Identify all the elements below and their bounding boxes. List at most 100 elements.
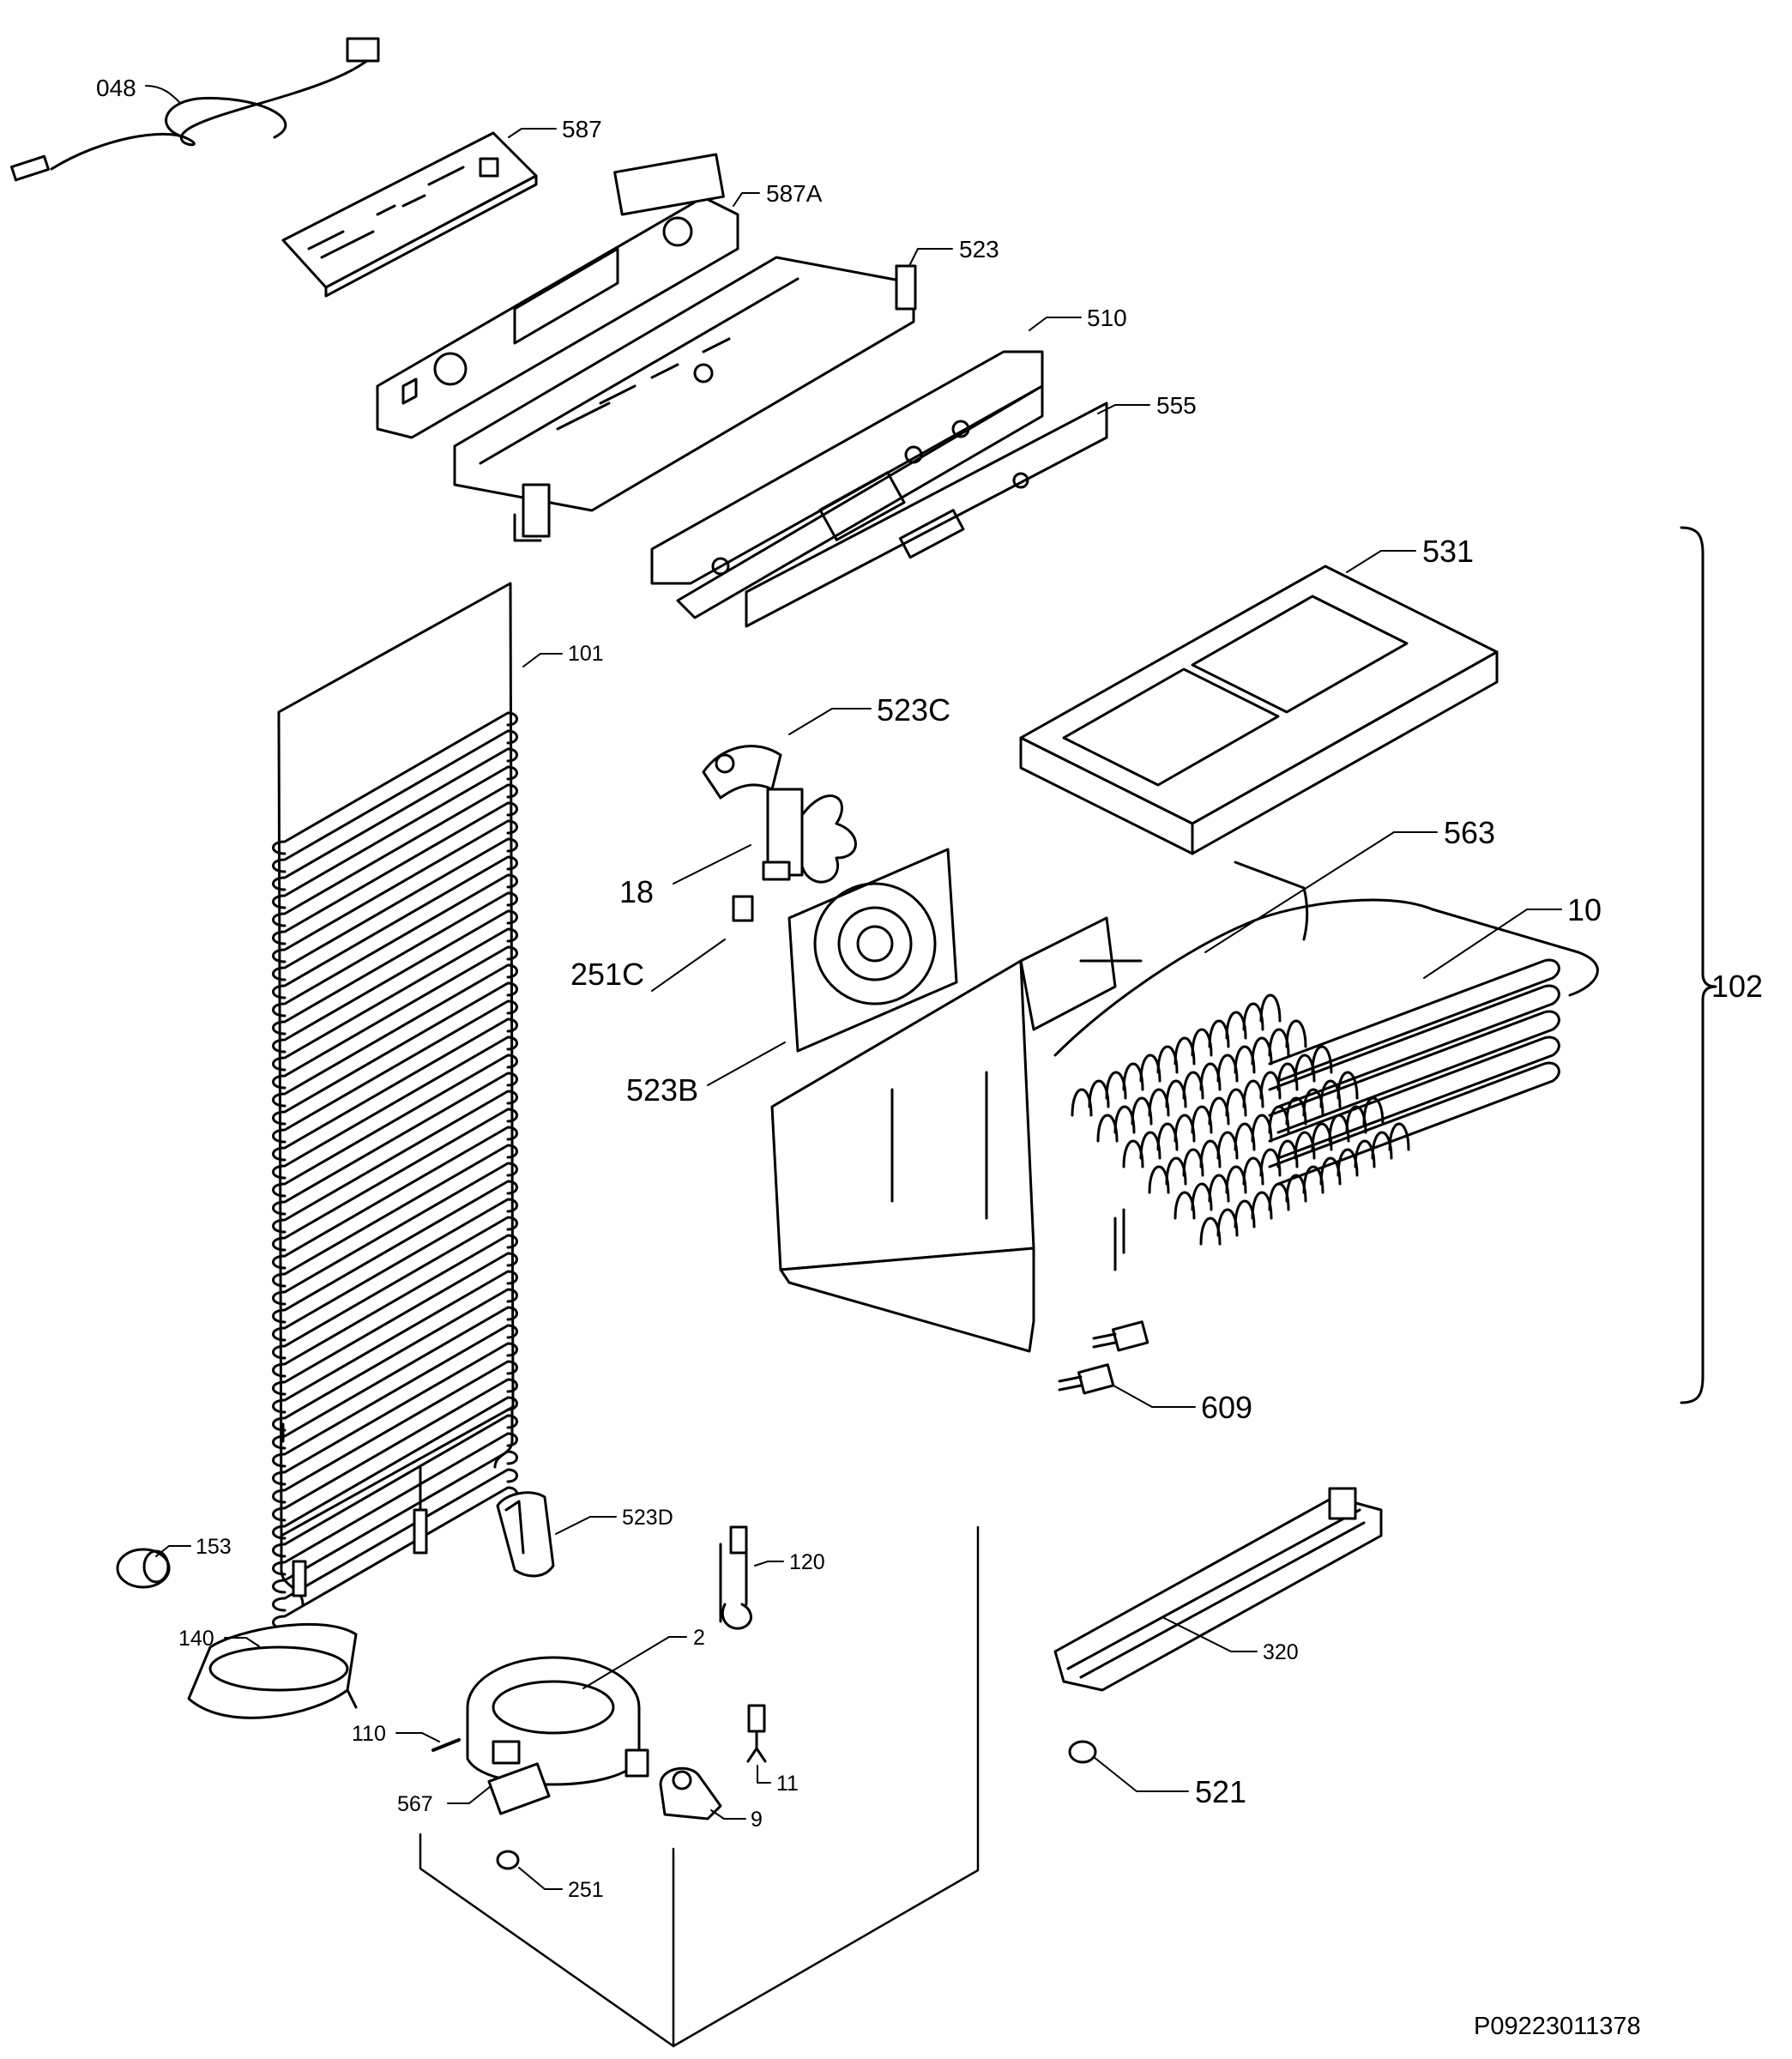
drip-tray-drawing [187, 1622, 358, 1719]
condenser-tube-row [272, 1017, 518, 1162]
condenser-tube-row [272, 765, 518, 909]
label-563: 563 [1444, 815, 1495, 850]
condenser-tube-row [272, 1180, 518, 1324]
housing-bracket-drawing [376, 153, 739, 439]
label-102: 102 [1711, 969, 1763, 1004]
label-9: 9 [751, 1808, 763, 1832]
label-11: 11 [776, 1772, 799, 1796]
compressor-drawing [466, 1656, 649, 1815]
condenser-tube-row [272, 1324, 518, 1468]
condenser-tube-row [272, 819, 518, 963]
condenser-tube-row [272, 999, 518, 1144]
label-510: 510 [1087, 305, 1127, 331]
small-clip-drawing [732, 895, 754, 922]
condenser-tube-row [272, 1162, 518, 1306]
condenser-tube-row [272, 1198, 518, 1342]
heater-tube [1268, 1036, 1560, 1160]
evaporator-fin [1362, 1096, 1385, 1126]
mounting-clip-drawing [496, 1491, 555, 1578]
assembly-bracket-102 [1680, 526, 1717, 1404]
label-555: 555 [1156, 392, 1197, 419]
label-18: 18 [619, 874, 654, 909]
label-587a: 587A [766, 180, 823, 207]
condenser-tube-row [272, 1414, 518, 1558]
condenser-tube-row [272, 1342, 518, 1486]
condenser-tube-row [272, 873, 518, 1017]
heater-tube [1268, 1010, 1560, 1134]
decor-strip-drawing [745, 402, 1108, 628]
label-140: 140 [178, 1627, 214, 1651]
condenser-tube-row [272, 801, 518, 945]
rubber-foot-drawing [496, 1850, 520, 1870]
evaporator-fin [1285, 1019, 1307, 1048]
label-251: 251 [568, 1878, 604, 1902]
compressor-kit-bracket [419, 1525, 980, 2048]
condenser-tube-row [272, 1108, 518, 1252]
condenser-tube-row [272, 1288, 518, 1432]
heater-tube [1268, 984, 1560, 1108]
condenser-tube-row [272, 1270, 518, 1414]
label-10: 10 [1567, 892, 1602, 927]
document-code: P09223011378 [1474, 2013, 1641, 2040]
label-048: 048 [96, 75, 136, 101]
condenser-tube-row [272, 981, 518, 1126]
condenser-tube-row [272, 1396, 518, 1540]
thermal-protector-drawing [746, 1704, 767, 1763]
evaporator-fins [1071, 958, 1560, 1246]
o-ring-drawing [1068, 1740, 1097, 1764]
evaporator-fin [1311, 1045, 1333, 1074]
evaporator-cover-drawing [1019, 565, 1499, 855]
condenser-tube-row [272, 1126, 518, 1270]
condenser-tube-row [272, 855, 518, 999]
condenser-tube-row [272, 783, 518, 927]
leader-lines [145, 85, 1562, 1890]
evaporator-assembly-drawing [770, 860, 1599, 1353]
heater-tube [1268, 1061, 1560, 1186]
condenser-tube-row [272, 1144, 518, 1288]
condenser-tube-row [272, 1252, 518, 1396]
evaporator-fin [1259, 993, 1282, 1023]
label-609: 609 [1201, 1390, 1252, 1425]
part-labels: 048 587 587A 523 510 555 531 101 523C 56… [96, 75, 1763, 2040]
label-251c: 251C [570, 957, 644, 992]
fan-bracket-drawing [702, 745, 782, 800]
label-587: 587 [562, 116, 602, 142]
condenser-tube-row [272, 1450, 518, 1594]
fan-motor-drawing [762, 788, 857, 884]
condenser-tube-row [272, 1468, 518, 1612]
condenser-tube-row [272, 747, 518, 891]
condenser-tube-row [272, 1216, 518, 1360]
condenser-tube-row [272, 1090, 518, 1234]
handle-bar-drawing [1053, 1487, 1383, 1692]
label-523: 523 [959, 236, 999, 263]
condenser-tube-row [272, 729, 518, 873]
control-board-drawing [281, 131, 538, 298]
condenser-tube-row [272, 1360, 518, 1504]
label-523b: 523B [626, 1072, 698, 1108]
condenser-coil-drawing [272, 582, 518, 1630]
fan-shroud-drawing [787, 848, 958, 1053]
heater-tube [1268, 958, 1560, 1083]
condenser-tube-rows [272, 711, 518, 1630]
condenser-tube-row [272, 891, 518, 1036]
sensor-cable-drawing [10, 37, 380, 182]
condenser-tube-row [272, 1306, 518, 1450]
cover-frame-drawing [453, 256, 917, 542]
pin-drawing [431, 1738, 461, 1752]
condenser-tube-row [272, 1432, 518, 1576]
label-521: 521 [1195, 1774, 1246, 1809]
label-567: 567 [397, 1792, 433, 1816]
label-2: 2 [693, 1626, 705, 1650]
front-panel-drawing [650, 350, 1044, 619]
grommet-drawing [116, 1548, 171, 1589]
label-153: 153 [196, 1535, 232, 1559]
connectors-drawing [1058, 1320, 1149, 1395]
label-320: 320 [1263, 1640, 1299, 1664]
label-523c: 523C [877, 692, 950, 728]
condenser-tube-row [272, 1234, 518, 1378]
evaporator-fin [1388, 1122, 1410, 1151]
condenser-tube-row [272, 837, 518, 981]
condenser-tube-row [272, 711, 518, 855]
